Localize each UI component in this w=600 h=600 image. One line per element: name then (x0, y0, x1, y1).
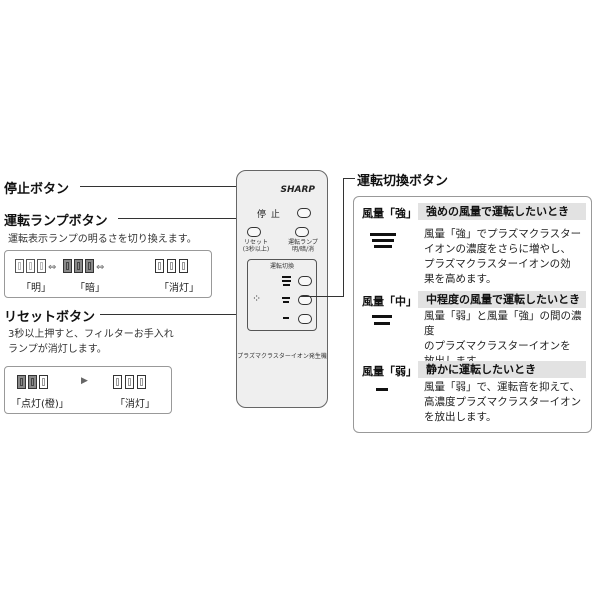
remote-footer-text: プラズマクラスターイオン発生機 (237, 353, 327, 360)
reset-desc-line: 3秒以上押すと、フィルターお手入れ (8, 329, 174, 340)
lamp-digit (15, 259, 24, 273)
mode-leader-vertical (343, 178, 345, 296)
lamp-state-dim: 「暗」 (75, 283, 105, 294)
lamp-button[interactable] (295, 227, 309, 237)
mode-low-tag: 風量「弱」 (362, 365, 417, 378)
reset-desc-line: ランプが消灯します。 (8, 344, 107, 355)
fan-medium-icon (282, 297, 290, 299)
mode-desc-line: イオンの濃度をさらに増やし、 (424, 243, 571, 255)
reset-label-line: (3秒以上) (242, 246, 270, 253)
mode-desc-line: プラズマクラスターイオンの効 (424, 258, 571, 270)
filter-digit (28, 375, 37, 389)
reset-button[interactable] (247, 227, 261, 237)
lamp-digit (179, 259, 188, 273)
mode-button-callout-title: 運転切換ボタン (357, 174, 449, 189)
mode-explanation-panel: 風量「強」 強めの風量で運転したいとき 風量「強」でプラズマクラスター イオンの… (353, 196, 592, 433)
reset-state-off: 「消灯」 (115, 399, 155, 410)
lamp-digit (85, 259, 94, 273)
lamp-digit (37, 259, 46, 273)
lamp-state-off: 「消灯」 (159, 283, 199, 294)
plasmacluster-icon: ⁘ (252, 292, 262, 305)
fan-strong-icon (370, 233, 396, 236)
stop-leader-line (80, 186, 294, 188)
reset-button-label: リセット (3秒以上) (241, 239, 271, 253)
mode-desc-line: のプラズマクラスターイオンを (424, 340, 571, 352)
mode-desc-line: 果を高めます。 (424, 273, 497, 285)
lamp-digit (74, 259, 83, 273)
filter-digit (39, 375, 48, 389)
fan-medium-icon-bar (374, 322, 390, 325)
lamp-states-box: ⇔ ⇔ 「明」 「暗」 「消灯」 (4, 250, 212, 298)
mode-medium-tag: 風量「中」 (362, 295, 417, 308)
mode-strong-heading: 強めの風量で運転したいとき (418, 203, 586, 220)
fan-low-icon (376, 388, 388, 391)
lamp-digit (26, 259, 35, 273)
lamp-button-desc: 運転表示ランプの明るさを切り換えます。 (8, 234, 197, 245)
arrow-icon: ⇔ (48, 262, 57, 273)
filter-digit (113, 375, 122, 389)
mode-panel-header: 運転切換 (269, 263, 294, 270)
lamp-digit (155, 259, 164, 273)
filter-digit (125, 375, 134, 389)
lamp-digit (63, 259, 72, 273)
stop-button[interactable] (297, 208, 311, 218)
mode-low-heading: 静かに運転したいとき (418, 361, 586, 378)
reset-states-box: ▶ 「点灯(橙)」 「消灯」 (4, 366, 172, 414)
reset-button-desc: 3秒以上押すと、フィルターお手入れ ランプが消灯します。 (8, 327, 174, 357)
fan-strong-icon-bar (374, 245, 392, 248)
fan-strong-icon-bar (282, 280, 291, 282)
play-arrow-icon: ▶ (81, 376, 88, 386)
fan-medium-icon (372, 315, 392, 318)
reset-leader-line (100, 314, 248, 316)
mode-leader-top (343, 178, 355, 180)
lamp-label-line: 運転ランプ (288, 239, 318, 246)
fan-medium-icon-bar (283, 301, 289, 303)
arrow-icon: ⇔ (96, 262, 105, 273)
mode-strong-button[interactable] (298, 276, 312, 286)
fan-strong-icon (282, 276, 291, 278)
mode-desc-line: 高濃度プラズマクラスターイオン (424, 396, 582, 408)
mode-desc-line: を放出します。 (424, 411, 497, 423)
lamp-button-callout-title: 運転ランプボタン (4, 214, 108, 229)
mode-strong-desc: 風量「強」でプラズマクラスター イオンの濃度をさらに増やし、 プラズマクラスター… (424, 227, 584, 287)
lamp-leader-line (118, 218, 293, 220)
mode-medium-heading: 中程度の風量で運転したいとき (418, 291, 586, 308)
mode-desc-line: 風量「弱」と風量「強」の間の濃度 (424, 310, 582, 337)
mode-strong-tag: 風量「強」 (362, 207, 417, 220)
mode-medium-desc: 風量「弱」と風量「強」の間の濃度 のプラズマクラスターイオンを 放出します。 (424, 309, 584, 369)
stop-button-callout-title: 停止ボタン (4, 182, 70, 197)
filter-digit (137, 375, 146, 389)
lamp-label-line: 明/暗/消 (291, 246, 315, 253)
lamp-state-bright: 「明」 (21, 283, 51, 294)
fan-low-icon (283, 317, 289, 319)
filter-digit (17, 375, 26, 389)
stop-label: 停 止 (257, 210, 281, 220)
reset-state-on: 「点灯(橙)」 (11, 399, 69, 410)
remote-control: SHARP 停 止 リセット (3秒以上) 運転ランプ 明/暗/消 運転切換 ⁘… (236, 170, 328, 408)
mode-leader-horizontal (300, 296, 344, 298)
reset-button-callout-title: リセットボタン (4, 310, 96, 325)
fan-strong-icon-bar (372, 239, 394, 242)
reset-label-line: リセット (243, 239, 268, 246)
fan-strong-icon-bar (283, 284, 290, 286)
lamp-button-label: 運転ランプ 明/暗/消 (287, 239, 319, 253)
brand-logo: SHARP (280, 185, 315, 195)
mode-medium-button[interactable] (298, 295, 312, 305)
mode-desc-line: 風量「強」でプラズマクラスター (424, 228, 582, 240)
mode-button-panel: 運転切換 ⁘ (247, 259, 317, 331)
lamp-digit (167, 259, 176, 273)
mode-low-button[interactable] (298, 314, 312, 324)
mode-low-desc: 風量「弱」で、運転音を抑えて、 高濃度プラズマクラスターイオン を放出します。 (424, 380, 584, 425)
mode-desc-line: 風量「弱」で、運転音を抑えて、 (424, 381, 581, 393)
